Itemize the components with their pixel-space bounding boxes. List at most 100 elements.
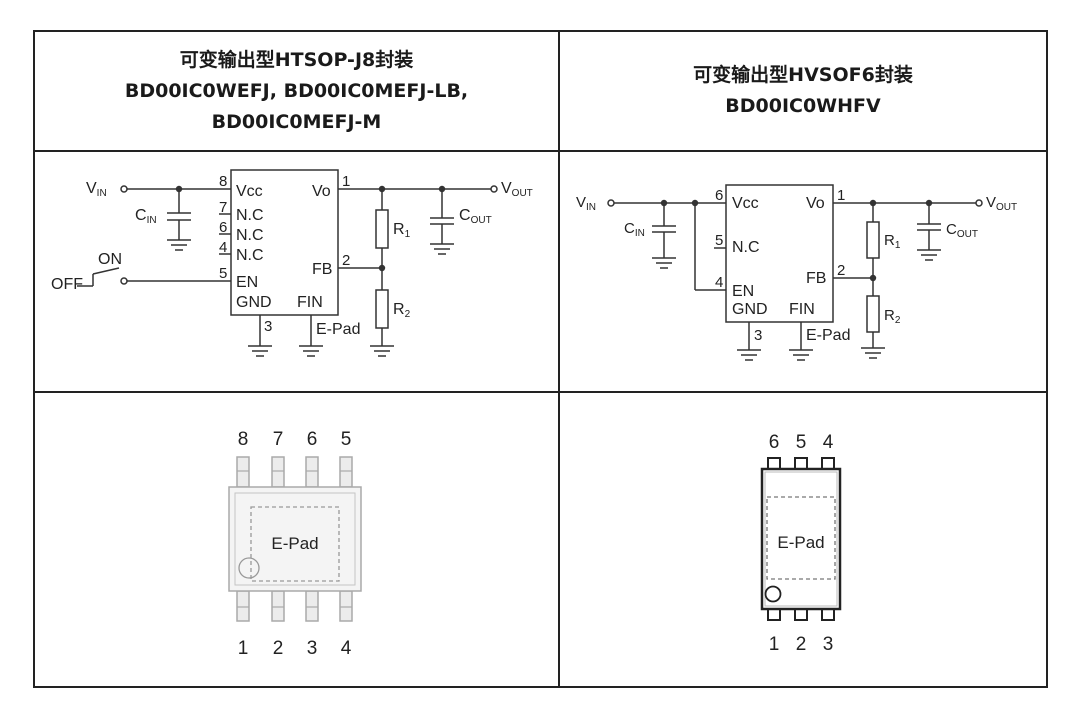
htsop-schematic: VIN CIN ON OFF 8 7 6 4 5 Vcc N.C N.C N.C… xyxy=(51,169,533,357)
r1-label-sub-2: 1 xyxy=(895,240,901,251)
cin-label-sub: IN xyxy=(147,215,157,226)
htsop-header: 可变输出型HTSOP-J8封装 BD00IC0WEFJ, BD00IC0MEFJ… xyxy=(35,32,558,150)
pin1-marker-2 xyxy=(764,585,782,603)
epad-label-2: E-Pad xyxy=(806,327,850,344)
epad-label: E-Pad xyxy=(316,321,360,338)
vout-terminal xyxy=(490,185,498,193)
vin-label-sub-2: IN xyxy=(586,202,596,213)
htsop-header-line3: BD00IC0MEFJ-M xyxy=(211,110,382,133)
en-label: EN xyxy=(236,274,258,291)
hvsof-header-line2: BD00IC0WHFV xyxy=(725,95,881,117)
svg-text:CIN: CIN xyxy=(624,220,645,239)
gnd-label: GND xyxy=(236,294,272,311)
en-terminal xyxy=(120,277,128,285)
pin-5-label-2: 5 xyxy=(715,232,723,249)
pin-8-label: 8 xyxy=(219,173,227,190)
en-label-2: EN xyxy=(732,283,754,300)
r1-label: R xyxy=(393,221,405,238)
vin-terminal xyxy=(120,185,128,193)
svg-text:R1: R1 xyxy=(393,221,411,240)
vin-label-2: V xyxy=(576,194,586,211)
htsop-header-line2: BD00IC0WEFJ, BD00IC0MEFJ-LB, xyxy=(124,79,469,102)
hvsof-schematic: VIN CIN 6 5 4 Vcc N.C EN GND FIN Vo FB 1… xyxy=(576,184,1017,361)
r2-label-sub: 2 xyxy=(405,309,411,320)
fb-label: FB xyxy=(312,261,332,278)
r2-label-2: R xyxy=(884,307,895,324)
vin-label: V xyxy=(86,180,97,197)
htsop-epad-outline xyxy=(250,506,340,582)
vout-label: V xyxy=(501,180,512,197)
svg-text:R2: R2 xyxy=(393,301,411,320)
cout-label-2: C xyxy=(946,221,957,238)
cout-label-sub: OUT xyxy=(471,215,492,226)
pkg-bottom-pin-4: 4 xyxy=(341,638,352,659)
r1-resistor xyxy=(375,209,389,249)
vout-terminal-2 xyxy=(975,199,983,207)
pkg-top-pin-6b: 6 xyxy=(769,432,780,453)
pin-2-label: 2 xyxy=(342,252,350,269)
cin-label-2: C xyxy=(624,220,635,237)
pin-6-label: 6 xyxy=(219,219,227,236)
fin-label: FIN xyxy=(297,294,323,311)
pkg-top-pin-5: 5 xyxy=(341,429,352,450)
nc-label-4: N.C xyxy=(236,247,264,264)
vo-label-2: Vo xyxy=(806,195,825,212)
pkg-bottom-pin-1: 1 xyxy=(238,638,249,659)
svg-text:VOUT: VOUT xyxy=(501,180,533,199)
nc-label-6: N.C xyxy=(236,227,264,244)
r2-resistor xyxy=(375,289,389,329)
svg-text:COUT: COUT xyxy=(946,221,978,240)
hvsof-package-drawing: 6 5 4 1 2 3 E-Pad xyxy=(760,432,842,655)
pkg-bottom-pin-1b: 1 xyxy=(769,634,780,655)
cin-label-sub-2: IN xyxy=(635,228,645,239)
pkg-top-pin-5b: 5 xyxy=(796,432,807,453)
hvsof-ic-body xyxy=(725,184,834,323)
pin-1-label: 1 xyxy=(342,173,350,190)
htsop-epad-label: E-Pad xyxy=(271,534,318,553)
pin-1-label-2: 1 xyxy=(837,187,845,204)
pkg-bottom-pin-2: 2 xyxy=(273,638,284,659)
cin-label: C xyxy=(135,207,147,224)
pkg-top-pin-7: 7 xyxy=(273,429,284,450)
htsop-header-line1: 可变输出型HTSOP-J8封装 xyxy=(179,48,414,71)
vo-label: Vo xyxy=(312,183,331,200)
pkg-top-pin-8: 8 xyxy=(238,429,249,450)
r1-label-2: R xyxy=(884,232,895,249)
pin-3-label-2: 3 xyxy=(754,327,762,344)
vout-label-sub-2: OUT xyxy=(996,202,1017,213)
r1-resistor-2 xyxy=(866,221,880,259)
pkg-top-pin-4b: 4 xyxy=(823,432,834,453)
r2-label-sub-2: 2 xyxy=(895,315,901,326)
pkg-top-pin-6: 6 xyxy=(307,429,318,450)
fin-label-2: FIN xyxy=(789,301,815,318)
package-table: 可变输出型HTSOP-J8封装 BD00IC0WEFJ, BD00IC0MEFJ… xyxy=(33,30,1048,688)
nc-label-2: N.C xyxy=(732,239,760,256)
pkg-bottom-pin-3: 3 xyxy=(307,638,318,659)
off-label: OFF xyxy=(51,276,83,293)
pin-2-label-2: 2 xyxy=(837,262,845,279)
hvsof-package-body xyxy=(760,467,842,611)
pin-3-label: 3 xyxy=(264,318,272,335)
vcc-label-2: Vcc xyxy=(732,195,759,212)
pin-5-label: 5 xyxy=(219,265,227,282)
nc-label-7: N.C xyxy=(236,207,264,224)
hvsof-header: 可变输出型HVSOF6封装 BD00IC0WHFV xyxy=(560,32,1046,150)
vout-label-sub: OUT xyxy=(512,188,533,199)
svg-text:VOUT: VOUT xyxy=(986,194,1017,213)
pkg-bottom-pin-3b: 3 xyxy=(823,634,834,655)
vin-terminal-2 xyxy=(607,199,615,207)
row-divider-header xyxy=(35,150,1046,152)
svg-text:VIN: VIN xyxy=(86,180,107,199)
pin-6-label-2: 6 xyxy=(715,187,723,204)
htsop-package-drawing: 8 7 6 5 1 2 3 4 E-Pad xyxy=(228,429,362,659)
pkg-bottom-pin-2b: 2 xyxy=(796,634,807,655)
vin-label-sub: IN xyxy=(97,188,107,199)
r1-label-sub: 1 xyxy=(405,229,411,240)
column-divider xyxy=(558,32,560,686)
hvsof-epad-outline xyxy=(766,496,836,580)
row-divider-schematic xyxy=(35,391,1046,393)
r2-resistor-2 xyxy=(866,295,880,333)
svg-text:R1: R1 xyxy=(884,232,901,251)
r2-label: R xyxy=(393,301,405,318)
vout-label-2: V xyxy=(986,194,996,211)
